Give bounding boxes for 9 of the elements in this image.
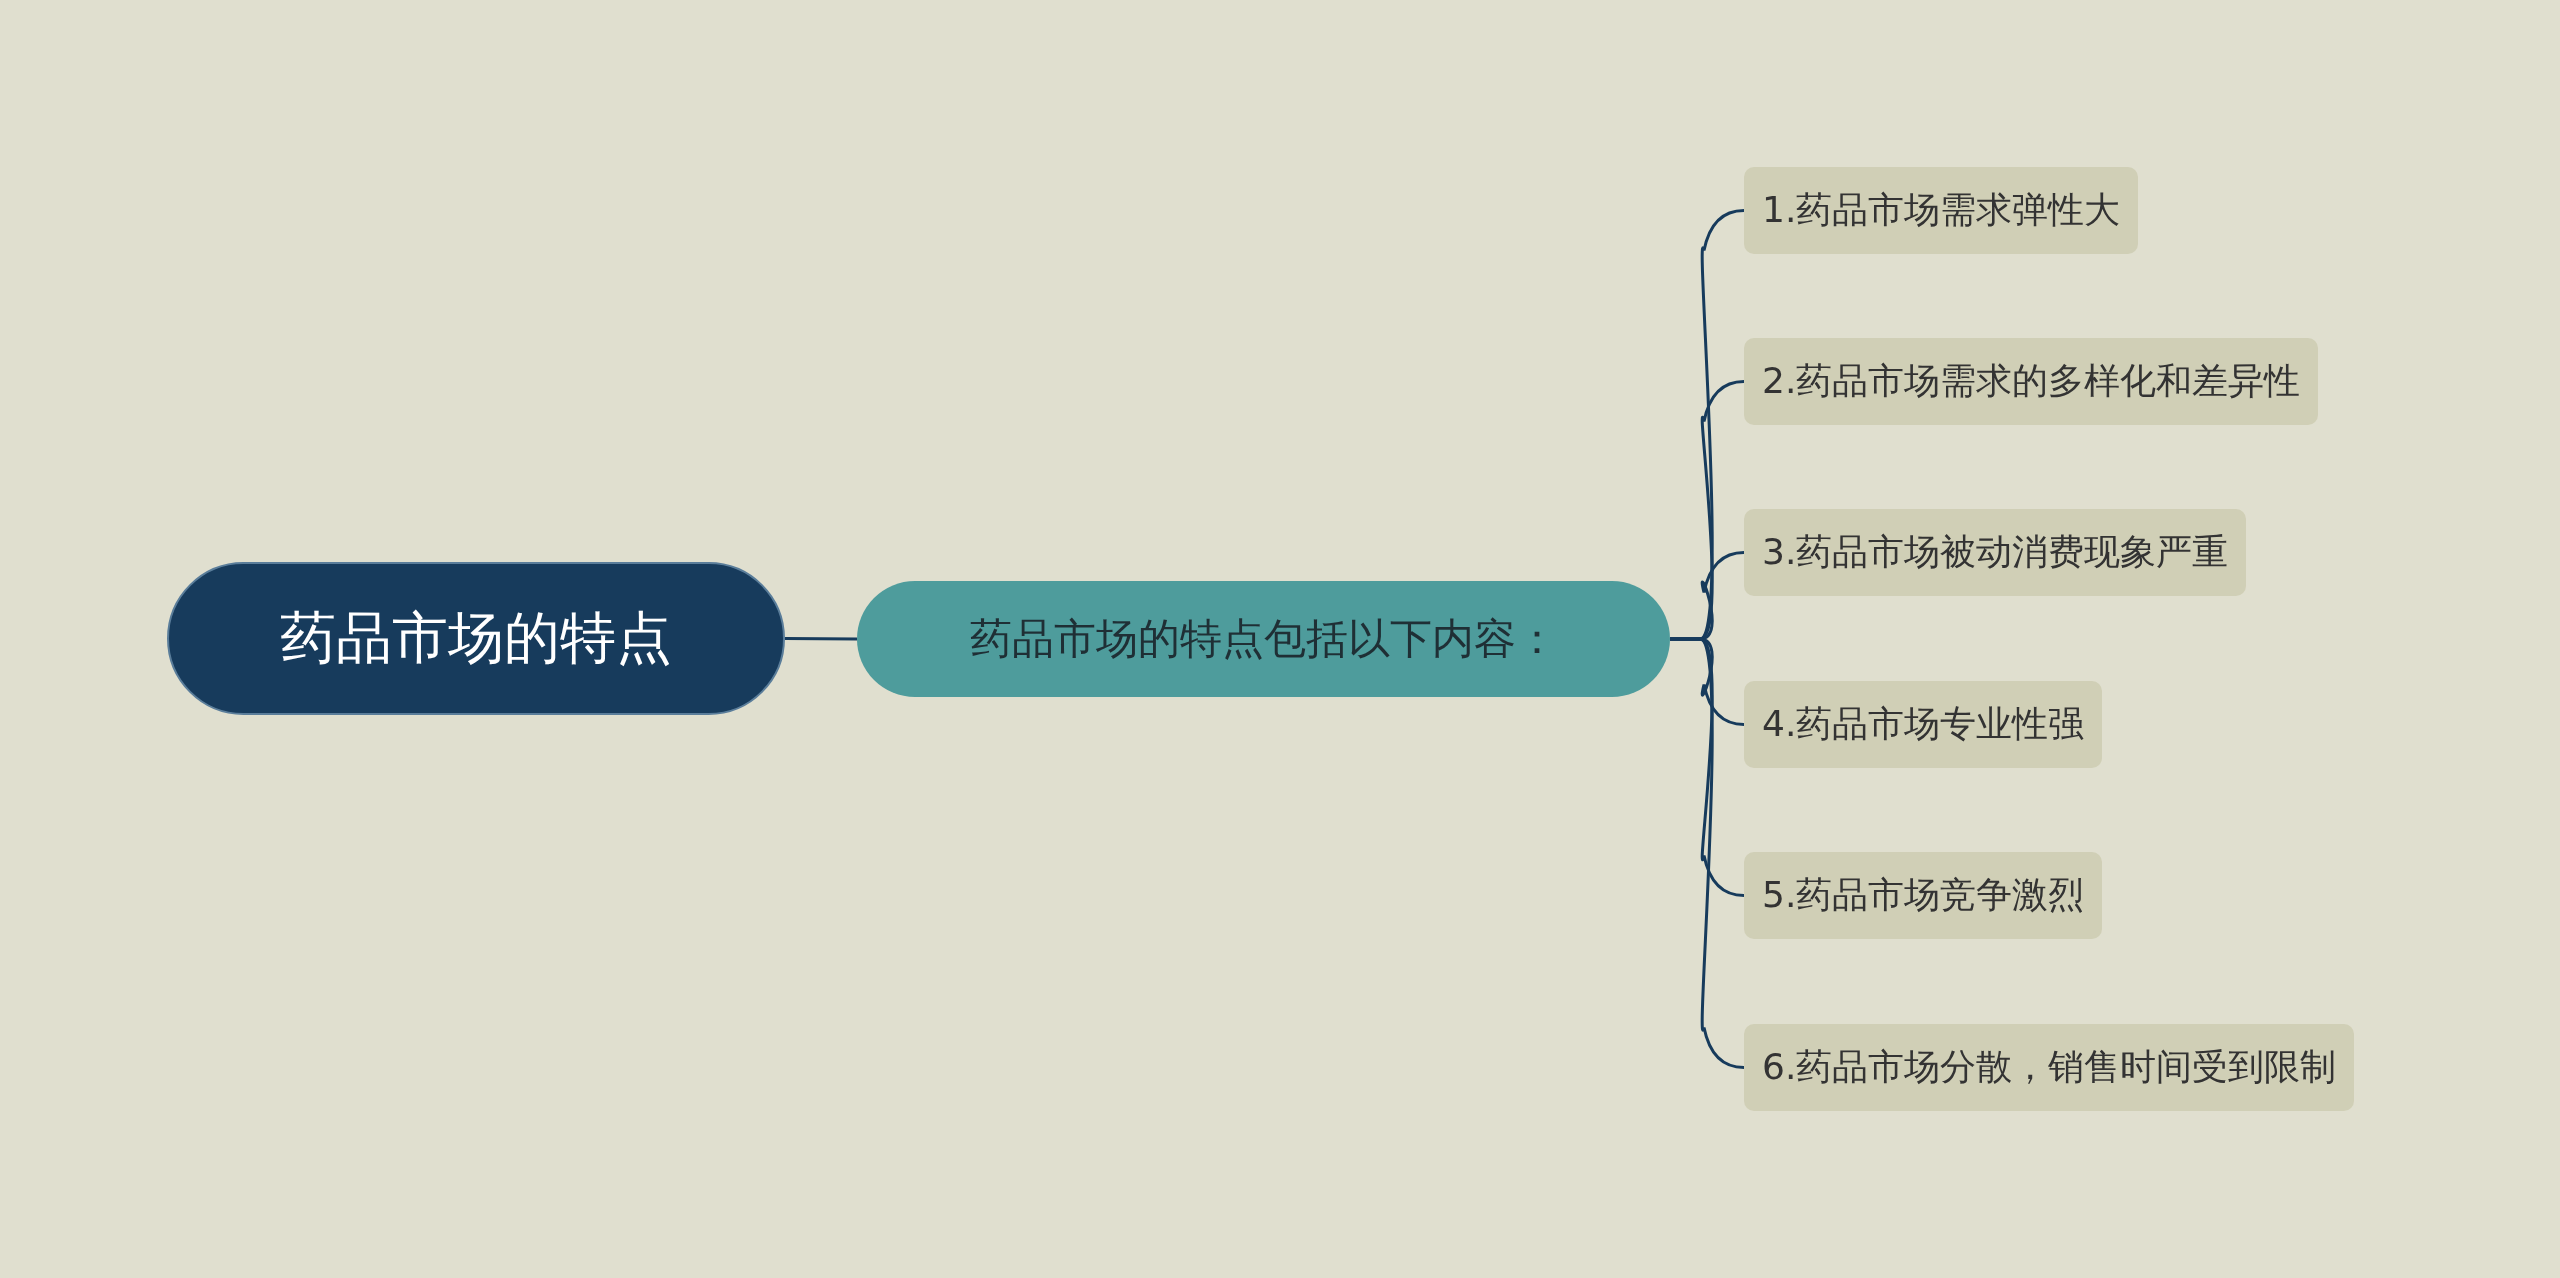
subtopic: 4.药品市场专业性强: [1744, 681, 2103, 768]
subtopic: 3.药品市场被动消费现象严重: [1744, 509, 2247, 596]
main-topic: 药品市场的特点包括以下内容：: [857, 581, 1670, 697]
subtopic: 6.药品市场分散，销售时间受到限制: [1744, 1024, 2355, 1111]
subtopic: 1.药品市场需求弹性大: [1744, 167, 2139, 254]
connector-line: [785, 637, 857, 641]
subtopic: 5.药品市场竞争激烈: [1744, 852, 2103, 939]
root-topic: 药品市场的特点: [167, 562, 785, 715]
subtopic: 2.药品市场需求的多样化和差异性: [1744, 338, 2319, 425]
